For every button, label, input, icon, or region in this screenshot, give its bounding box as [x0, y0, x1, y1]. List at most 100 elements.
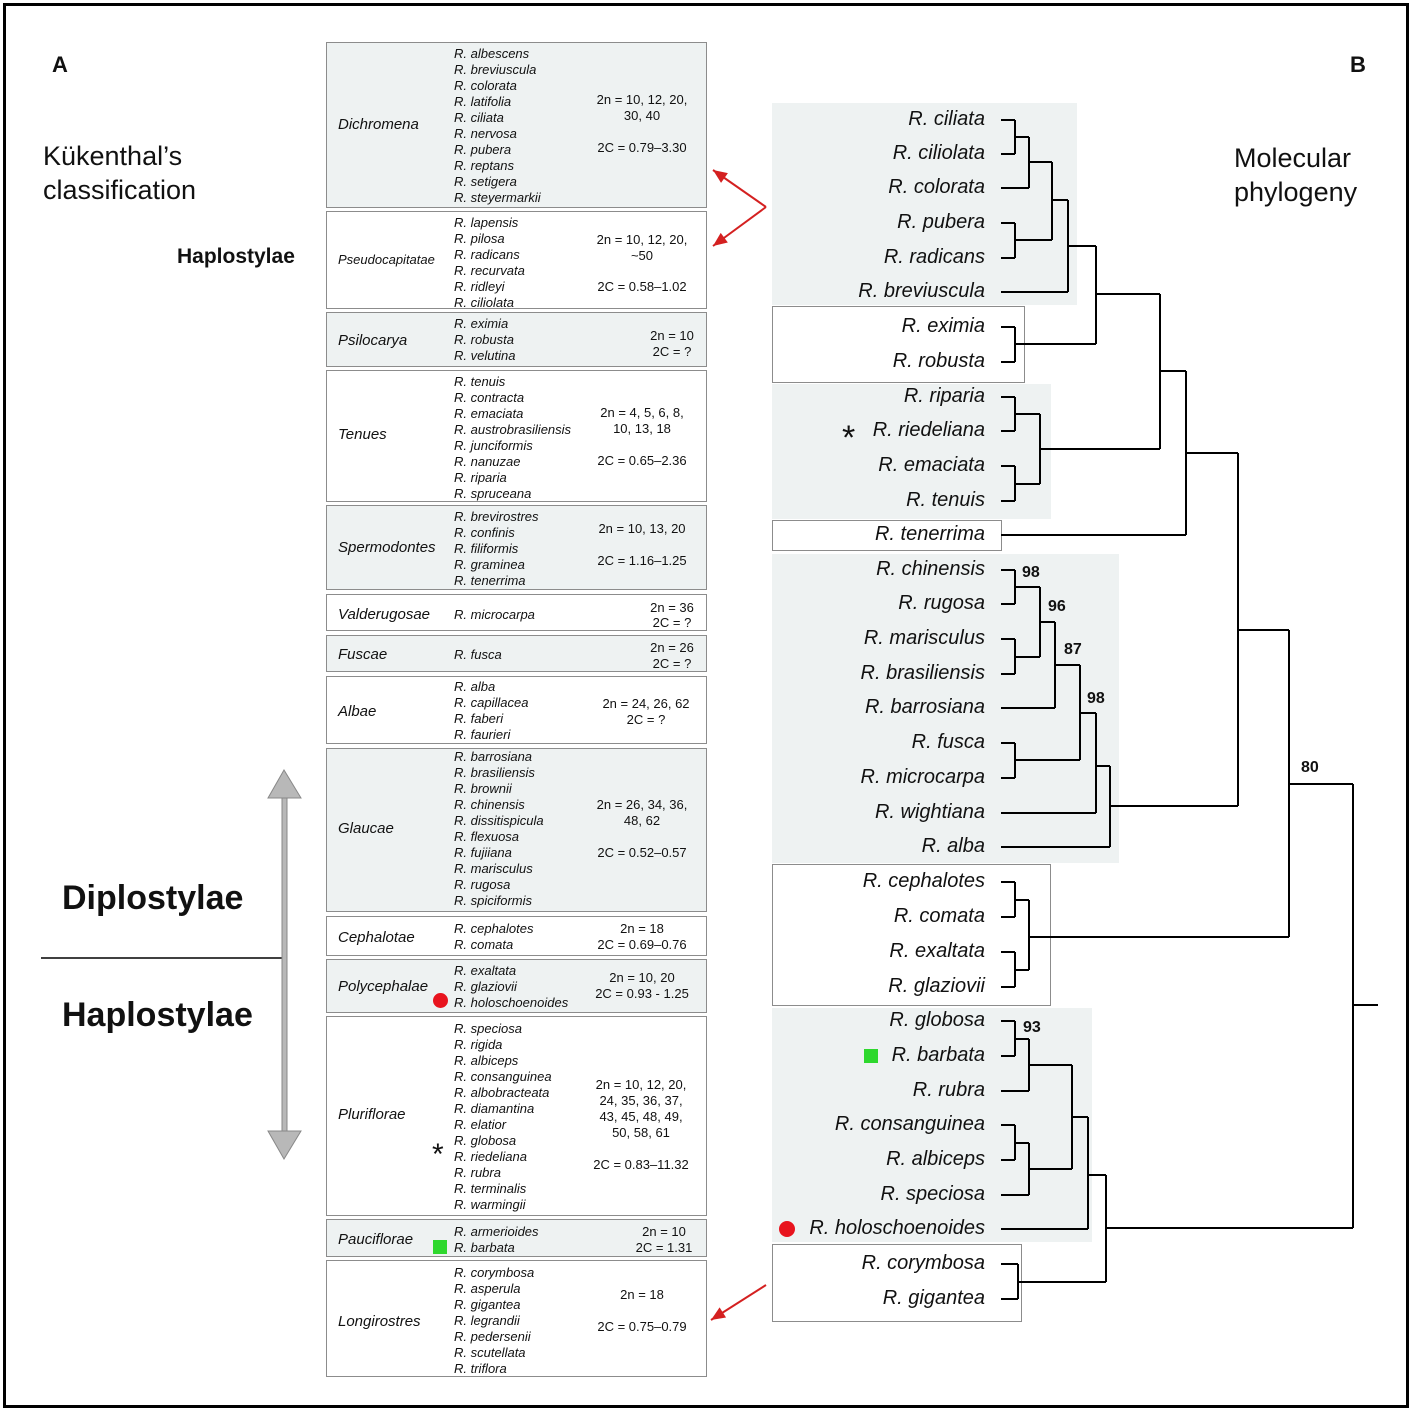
section-species: R. nervosa — [454, 126, 517, 141]
chromosome-number: 2n = 10 — [650, 328, 694, 343]
section-species: R. radicans — [454, 247, 520, 262]
genome-size: 2C = 0.65–2.36 — [597, 453, 687, 468]
section-name: Pluriflorae — [338, 1106, 406, 1123]
taxon-label: R. radicans — [883, 246, 985, 268]
section-species: R. fusca — [454, 647, 502, 662]
asterisk-marker-tree-riedeliana: * — [842, 419, 856, 457]
section-species: R. tenuis — [454, 374, 506, 389]
section-name: Spermodontes — [338, 539, 436, 556]
section-species: R. consanguinea — [454, 1069, 552, 1084]
section-name: Pauciflorae — [338, 1231, 414, 1248]
right-heading: Molecular phylogeny — [1234, 143, 1358, 207]
green-square-marker-tree-barbata — [864, 1049, 878, 1063]
chromosome-number: 2n = 18 — [620, 1287, 664, 1302]
taxon-label: R. rugosa — [898, 592, 985, 614]
taxon-label: R. barrosiana — [864, 696, 985, 718]
figure-frame — [3, 3, 1409, 1408]
taxon-label: R. brasiliensis — [860, 662, 985, 684]
section-species: R. confinis — [454, 525, 515, 540]
taxon-label: R. tenuis — [906, 489, 985, 511]
support-value: 98 — [1087, 690, 1105, 707]
section-name: Glaucae — [338, 820, 394, 837]
section-species: R. emaciata — [454, 406, 524, 421]
section-species: R. robusta — [454, 332, 514, 347]
section-species: R. filiformis — [454, 541, 519, 556]
taxon-label: R. emaciata — [878, 454, 985, 476]
section-species: R. albiceps — [454, 1053, 519, 1068]
support-value: 93 — [1023, 1019, 1041, 1036]
genome-size: 2C = 0.58–1.02 — [597, 279, 687, 294]
section-species: R. ciliolata — [454, 295, 514, 310]
section-species: R. elatior — [454, 1117, 507, 1132]
taxon-label: R. gigantea — [882, 1287, 985, 1309]
taxon-label: R. ciliata — [908, 108, 985, 130]
section-species: R. graminea — [454, 557, 525, 572]
section-species: R. speciosa — [454, 1021, 522, 1036]
section-species: R. ciliata — [454, 110, 504, 125]
section-species: R. albescens — [454, 46, 530, 61]
genome-size: 2C = 1.16–1.25 — [597, 553, 687, 568]
section-name: Cephalotae — [338, 929, 415, 946]
chromosome-number: 2n = 10, 12, 20, 24, 35, 36, 37, 43, 45,… — [595, 1077, 687, 1140]
chromosome-number: 2n = 18 — [620, 921, 664, 936]
taxon-label: R. riedeliana — [872, 419, 985, 441]
section-species: R. corymbosa — [454, 1265, 535, 1280]
taxon-label: R. fusca — [911, 731, 985, 753]
taxon-label: R. holoschoenoides — [809, 1217, 985, 1239]
section-species: R. legrandii — [454, 1313, 520, 1328]
section-species: R. faurieri — [454, 727, 511, 742]
genome-size: 2C = ? — [652, 344, 692, 359]
section-species: R. latifolia — [454, 94, 512, 109]
section-species: R. eximia — [454, 316, 509, 331]
taxon-label: R. microcarpa — [860, 766, 985, 788]
genome-size: 2C = ? — [652, 615, 692, 630]
taxon-label: R. exaltata — [889, 940, 985, 962]
support-value: 98 — [1022, 564, 1040, 581]
red-arrow-to-longirostres-head — [711, 1307, 727, 1320]
section-species: R. breviuscula — [454, 62, 537, 77]
red-arrow-to-dichromena-head — [713, 170, 728, 183]
section-species: R. steyermarkii — [454, 190, 541, 205]
taxon-label: R. wightiana — [874, 801, 985, 823]
chromosome-number: 2n = 4, 5, 6, 8, 10, 13, 18 — [600, 405, 684, 436]
genome-size: 2C = 0.75–0.79 — [597, 1319, 687, 1334]
section-name: Tenues — [338, 426, 387, 443]
taxon-label: R. barbata — [891, 1044, 985, 1066]
taxon-label: R. albiceps — [886, 1148, 985, 1170]
genome-size: 2C = ? — [626, 712, 666, 727]
support-value: 87 — [1064, 641, 1082, 658]
section-name: Pseudocapitatae — [338, 252, 435, 267]
clade-box-glaucae — [772, 554, 1119, 863]
panel-letter-a: A — [52, 52, 68, 77]
section-species: R. barbata — [454, 1240, 515, 1255]
taxon-label: R. alba — [921, 835, 985, 857]
taxon-label: R. speciosa — [880, 1183, 986, 1205]
section-species: R. rugosa — [454, 877, 511, 892]
section-species: R. lapensis — [454, 215, 519, 230]
section-species: R. junciformis — [454, 438, 533, 453]
section-species: R. contracta — [454, 390, 525, 405]
section-name: Fuscae — [338, 646, 388, 663]
genome-size: 2C = 0.79–3.30 — [597, 140, 687, 155]
section-species: R. triflora — [454, 1361, 507, 1376]
chromosome-number: 2n = 10, 12, 20, ~50 — [596, 232, 688, 263]
chromosome-number: 2n = 36 — [650, 600, 694, 615]
section-species: R. asperula — [454, 1281, 521, 1296]
chromosome-number: 2n = 10, 12, 20, 30, 40 — [596, 92, 688, 123]
clade-box-pluriflorae — [772, 1008, 1092, 1242]
chromosome-number: 2n = 26, 34, 36, 48, 62 — [596, 797, 688, 828]
section-name: Longirostres — [338, 1313, 421, 1330]
haplostylae-label: Haplostylae — [62, 996, 253, 1034]
